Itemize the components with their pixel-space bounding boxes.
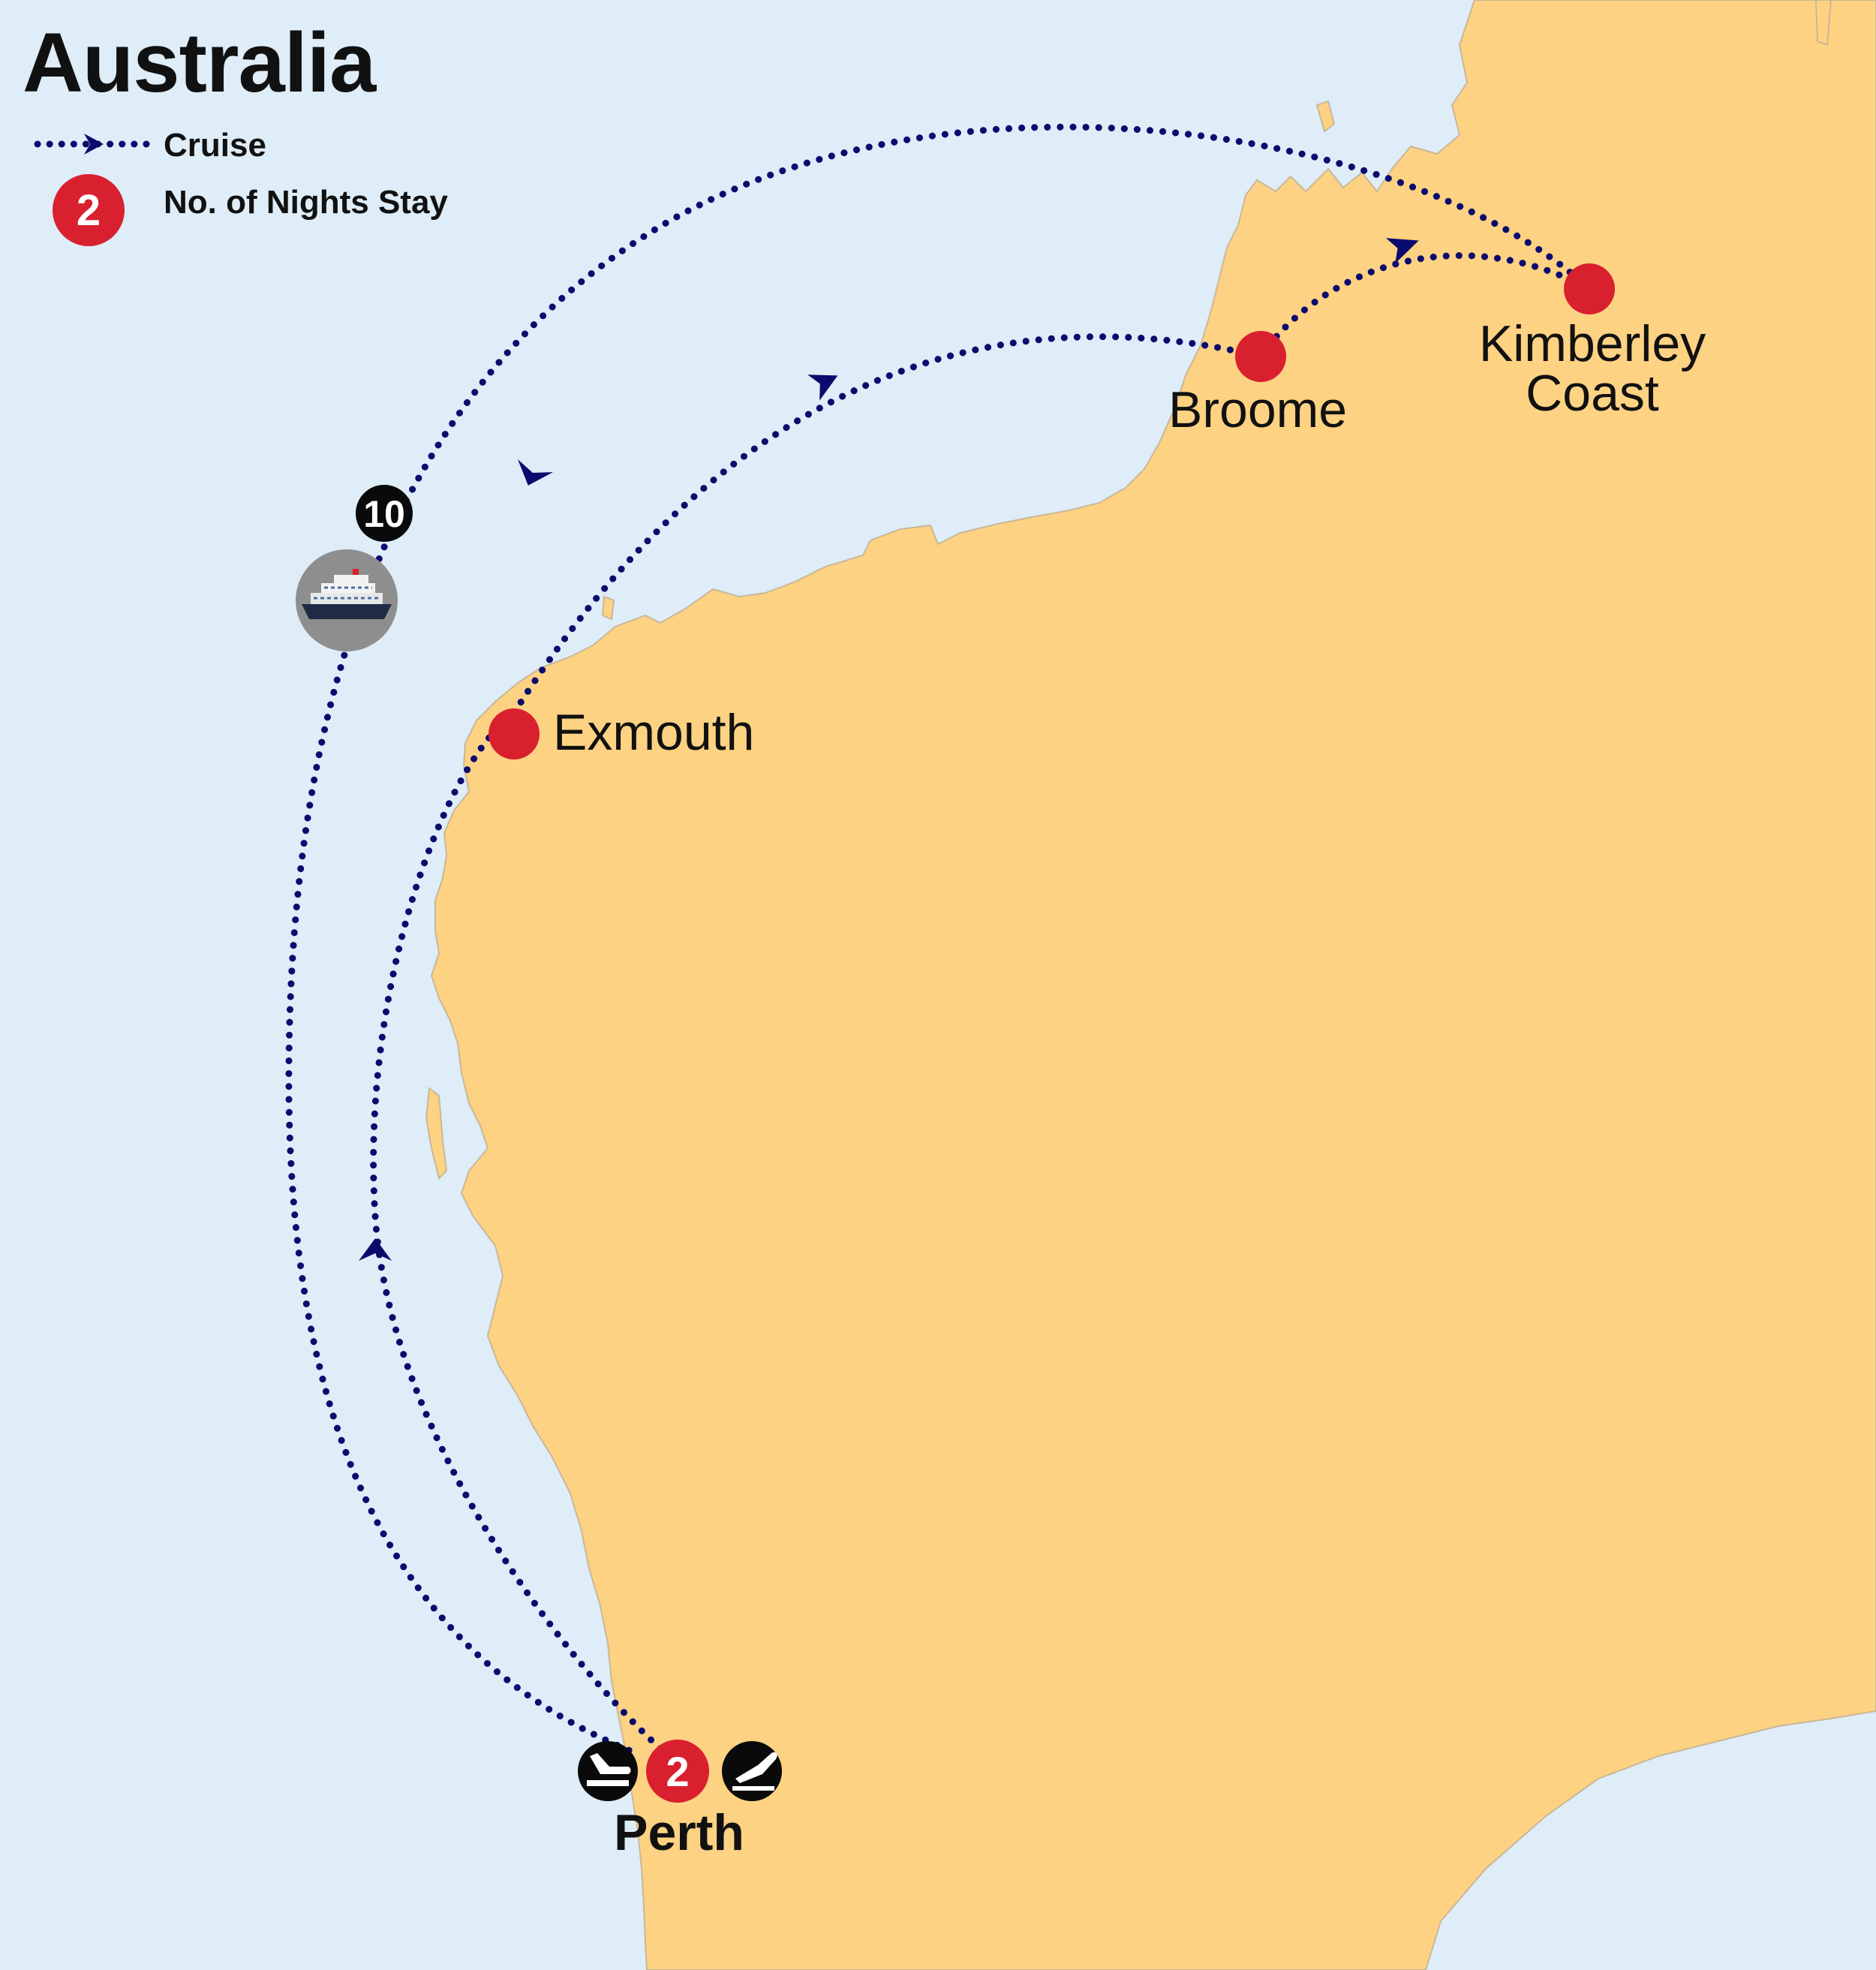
legend-cruise-label: Cruise [164,127,266,164]
island [1814,0,1832,47]
place-label-exmouth: Exmouth [553,704,755,761]
place-label-perth: Perth [614,1804,744,1861]
route-arrow-east-kimberley [1385,238,1419,264]
legend-nights-label: No. of Nights Stay [164,184,448,221]
airplane-departure-icon [578,1741,638,1801]
stop-marker-exmouth[interactable] [489,708,540,759]
airplane-arrival-icon [722,1741,782,1801]
legend-nights-badge: 2 [53,174,125,246]
island [425,1087,448,1180]
island [1315,100,1336,133]
route-perth-exmouth [370,709,664,1752]
perth-nights-badge: 2 [646,1740,709,1803]
route-arrow-south [517,459,553,486]
cruise-ship-icon [296,549,398,651]
island [601,595,615,621]
svg-text:2: 2 [666,1748,689,1795]
svg-text:10: 10 [363,493,405,535]
route-broome-kimberley [1257,252,1593,360]
stop-marker-kimberley[interactable] [1564,263,1615,314]
route-arrow-east [807,374,838,401]
australia-landmass [430,0,1876,1970]
place-label-kimberley-line1: Kimberley [1478,315,1706,372]
cruise-nights-badge: 10 [356,485,413,542]
place-label-broome: Broome [1168,381,1348,438]
map-title: Australia [23,16,376,110]
svg-text:2: 2 [77,186,101,235]
legend-cruise-line [34,134,152,155]
route-arrow-north [359,1238,392,1261]
stop-marker-broome[interactable] [1235,331,1286,382]
place-label-kimberley-line2: Coast [1526,365,1659,422]
route-exmouth-broome [510,333,1264,717]
